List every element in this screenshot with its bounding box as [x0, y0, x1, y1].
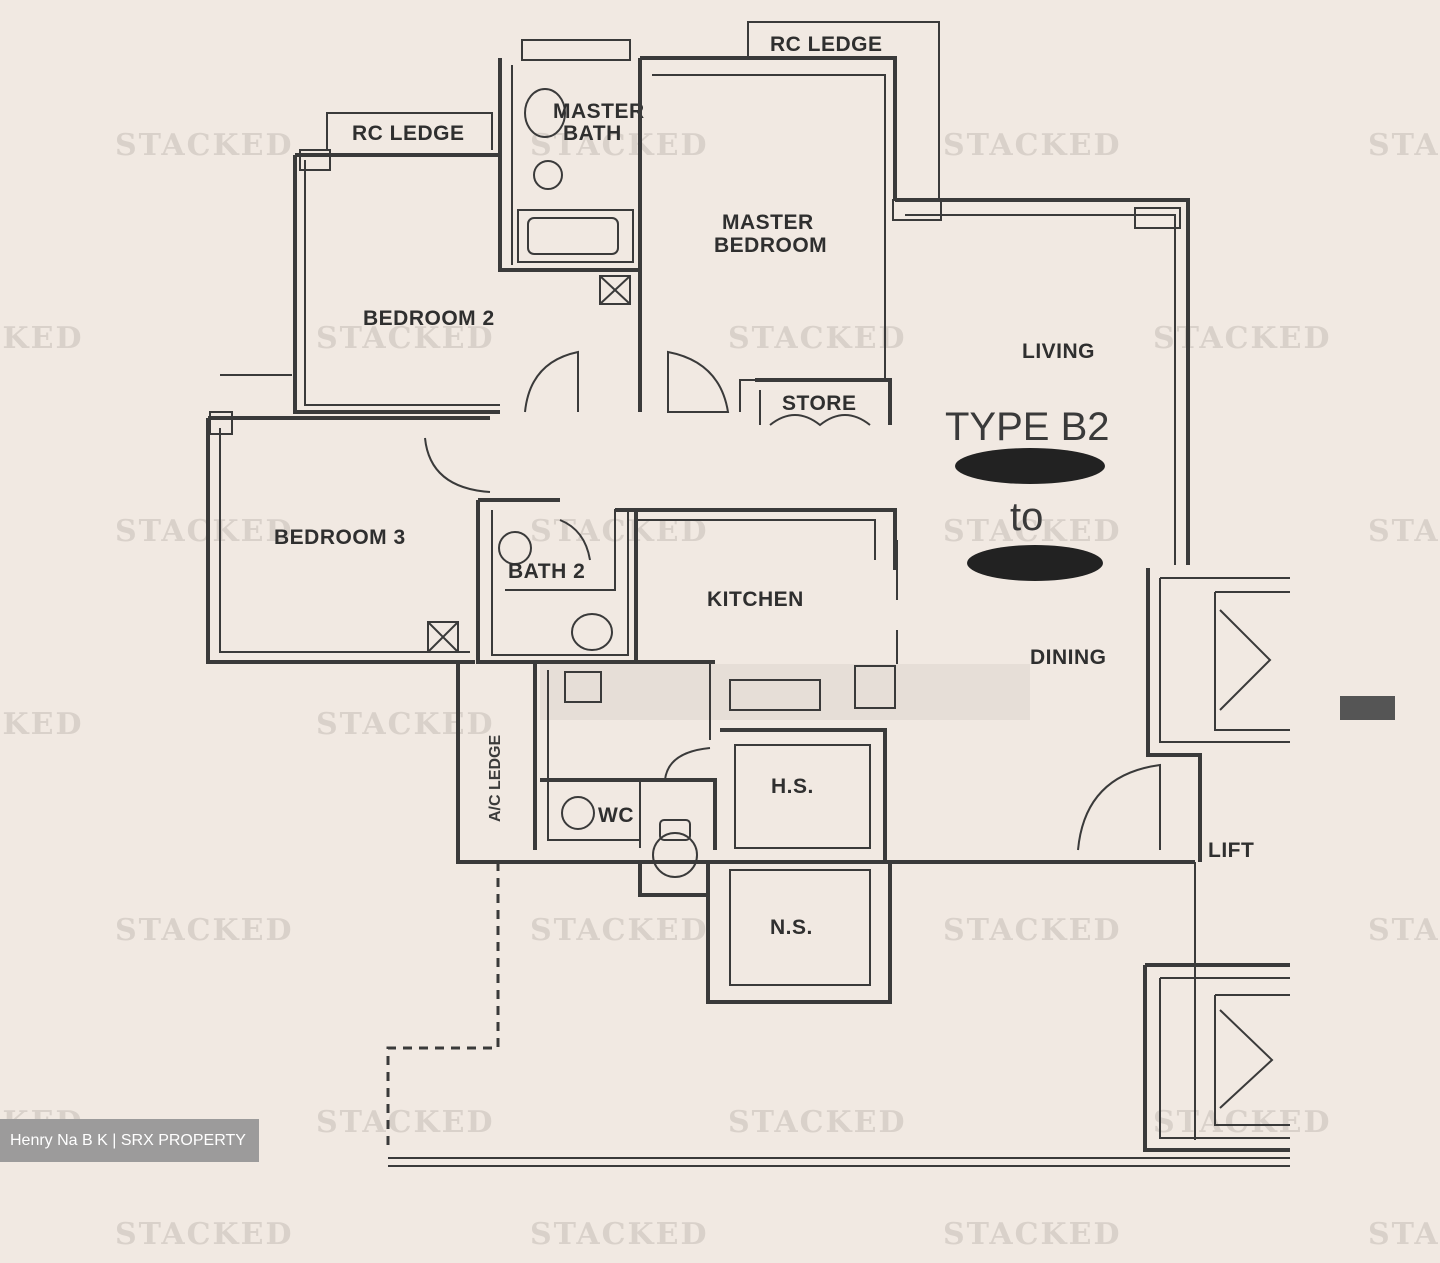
watermark: STACKED — [530, 1217, 708, 1252]
watermark: STACKED — [115, 128, 293, 163]
kitchen: KITCHEN — [615, 508, 898, 690]
watermark: STACKED — [1368, 1217, 1440, 1252]
dining-label: DINING — [1030, 646, 1107, 669]
living-label: LIVING — [1022, 340, 1095, 363]
ns: N.S. — [706, 862, 892, 1004]
bath-2-label: BATH 2 — [508, 560, 585, 583]
bedroom-doors — [424, 350, 730, 493]
rc-ledge-left: RC LEDGE — [326, 112, 493, 150]
watermark: STACKED — [728, 1105, 906, 1140]
master-bath: MASTER BATH — [498, 39, 645, 305]
utility-area — [533, 662, 1030, 850]
bedroom-2-label: BEDROOM 2 — [363, 307, 495, 330]
watermark: STACKED — [0, 321, 83, 356]
lift-label: LIFT — [1208, 839, 1254, 862]
unit-type-label: TYPE B2 — [945, 405, 1110, 449]
ns-label: N.S. — [770, 916, 813, 939]
bedroom-3-label: BEDROOM 3 — [274, 526, 406, 549]
watermark: STACKED — [316, 707, 494, 742]
hs-label: H.S. — [771, 775, 814, 798]
watermark-layer: STACKED STACKED STACKED STACKED STACKED … — [0, 128, 1440, 1252]
watermark: STACKED — [943, 514, 1121, 549]
watermark: STACKED — [316, 1105, 494, 1140]
master-bath-label-1: MASTER — [553, 100, 645, 123]
watermark: STACKED — [115, 514, 293, 549]
ac-ledge: A/C LEDGE — [456, 662, 1195, 864]
watermark: STACKED — [943, 1217, 1121, 1252]
wc: WC — [540, 747, 717, 850]
toilet-bay — [638, 819, 708, 897]
watermark: STACKED — [728, 321, 906, 356]
rc-ledge-top-label: RC LEDGE — [770, 33, 883, 56]
rc-ledge-top: RC LEDGE — [747, 21, 940, 200]
master-bedroom-label-2: BEDROOM — [714, 234, 827, 257]
watermark: STACKED — [115, 1217, 293, 1252]
boundary — [386, 862, 1290, 1167]
unit-type-block: TYPE B2 to — [945, 405, 1110, 581]
kitchen-label: KITCHEN — [707, 588, 804, 611]
watermark: STACKED — [115, 913, 293, 948]
master-bedroom-label-1: MASTER — [722, 211, 814, 234]
master-bedroom: MASTER BEDROOM — [638, 56, 942, 412]
watermark: STACKED — [530, 128, 708, 163]
photo-credit: Henry Na B K | SRX PROPERTY — [0, 1119, 259, 1162]
store: STORE — [755, 378, 892, 427]
watermark: STACKED — [1368, 128, 1440, 163]
watermark: STACKED — [943, 128, 1121, 163]
watermark: STACKED — [1368, 913, 1440, 948]
ac-ledge-label: A/C LEDGE — [487, 735, 504, 822]
watermark: STACKED — [316, 321, 494, 356]
watermark: STACKED — [1368, 514, 1440, 549]
watermark: STACKED — [1153, 1105, 1331, 1140]
store-label: STORE — [782, 392, 856, 415]
master-bath-label-2: BATH — [563, 122, 622, 145]
bedroom-2: BEDROOM 2 — [220, 149, 500, 414]
watermark: STACKED — [1153, 321, 1331, 356]
watermark: STACKED — [530, 913, 708, 948]
wc-label: WC — [598, 804, 634, 827]
watermark: STACKED — [943, 913, 1121, 948]
watermark: STACKED — [0, 707, 83, 742]
range-connector: to — [1010, 495, 1043, 539]
bedroom-3: BEDROOM 3 — [206, 411, 490, 664]
lift-core: LIFT — [1143, 568, 1395, 1152]
rc-ledge-left-label: RC LEDGE — [352, 122, 465, 145]
living-dining: LIVING DINING — [895, 198, 1190, 851]
household-shelter: H.S. — [720, 728, 887, 862]
